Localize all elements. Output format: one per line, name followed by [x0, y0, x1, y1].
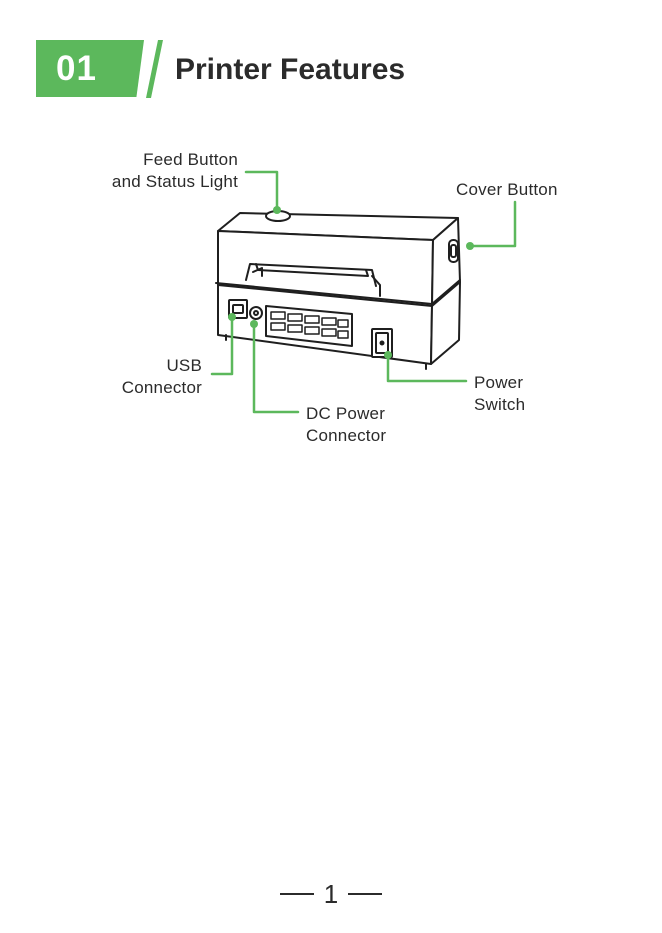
power-switch-label: Power Switch — [474, 372, 525, 416]
feed-leader-line — [246, 172, 277, 210]
power-switch-label-line2: Switch — [474, 394, 525, 416]
usb-leader-dot — [228, 313, 236, 321]
cover-leader-line — [470, 202, 515, 246]
printer-illustration — [216, 211, 460, 369]
cover-button-label: Cover Button — [456, 179, 558, 201]
dc-power-connector-label-line1: DC Power — [306, 403, 386, 425]
footer-rule-left — [280, 893, 314, 895]
power-leader-dot — [384, 351, 392, 359]
page-footer: 1 — [0, 876, 662, 912]
feed-button-label-line2: and Status Light — [112, 171, 238, 193]
footer-rule-right — [348, 893, 382, 895]
power-switch-label-line1: Power — [474, 372, 525, 394]
dc-power-connector-label-line2: Connector — [306, 425, 386, 447]
cover-leader-dot — [466, 242, 474, 250]
page-number: 1 — [324, 879, 338, 910]
feed-button-label: Feed Button and Status Light — [112, 149, 238, 193]
usb-connector-label-line1: USB — [122, 355, 202, 377]
dc-power-connector-label: DC Power Connector — [306, 403, 386, 447]
usb-connector-label: USB Connector — [122, 355, 202, 399]
cover-button-label-line1: Cover Button — [456, 179, 558, 201]
dc-leader-dot — [250, 320, 258, 328]
usb-connector-label-line2: Connector — [122, 377, 202, 399]
feed-leader-dot — [273, 206, 281, 214]
feed-button-label-line1: Feed Button — [112, 149, 238, 171]
